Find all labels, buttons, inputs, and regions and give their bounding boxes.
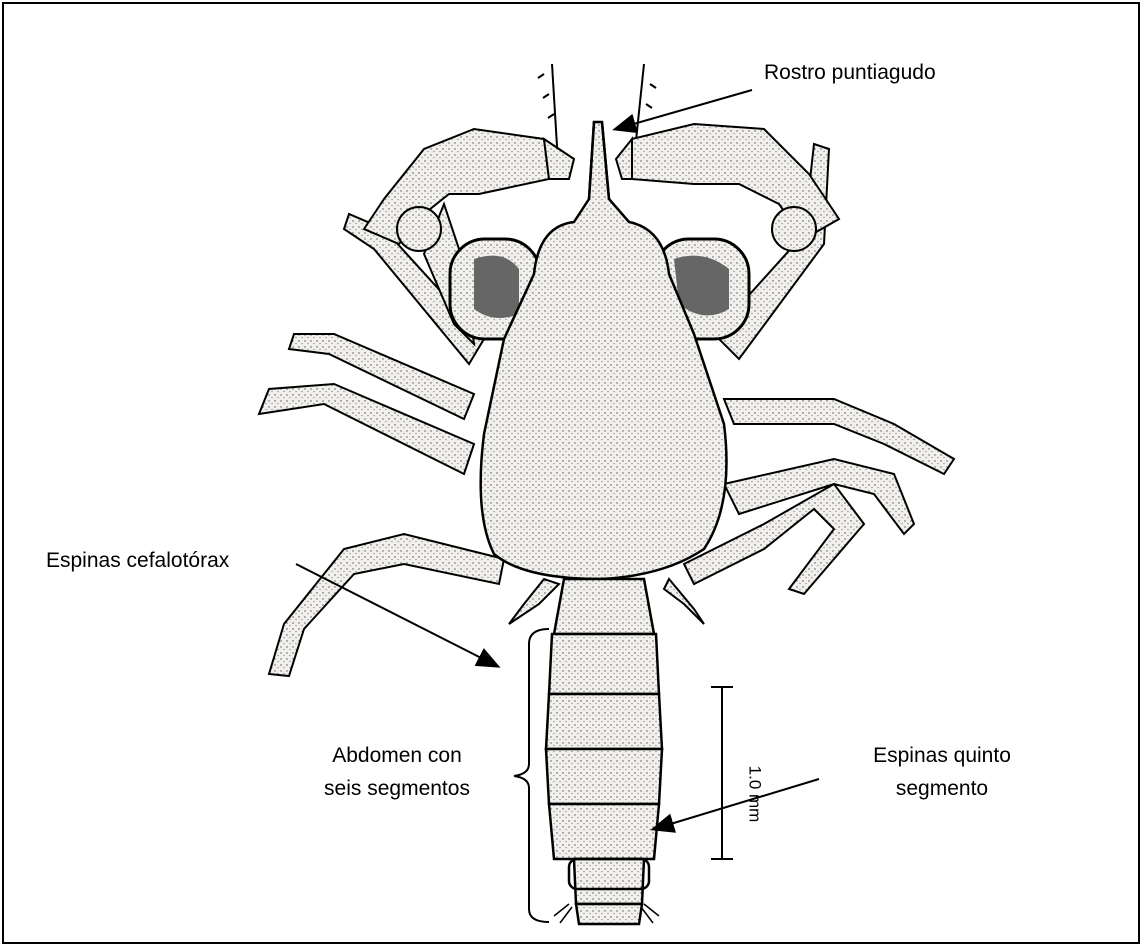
- abdomen-bracket: [514, 629, 549, 922]
- label-cefalotorax: Espinas cefalotórax: [46, 544, 229, 577]
- arrow-cefalotorax: [296, 564, 497, 666]
- arrow-rostro: [616, 90, 752, 129]
- left-claw: [364, 129, 574, 251]
- arrow-quinto: [654, 779, 819, 829]
- label-quinto-line2: segmento: [862, 772, 1022, 805]
- carapace: [481, 122, 727, 579]
- label-quinto-line1: Espinas quinto: [862, 739, 1022, 772]
- scale-bar-label: 1.0 mm: [744, 766, 764, 823]
- label-abdomen-line2: seis segmentos: [302, 772, 492, 805]
- label-rostro: Rostro puntiagudo: [764, 56, 936, 89]
- label-abdomen: Abdomen con seis segmentos: [302, 739, 492, 805]
- scale-bar: [711, 687, 733, 859]
- label-abdomen-line1: Abdomen con: [302, 739, 492, 772]
- abdomen: [546, 579, 662, 924]
- label-quinto: Espinas quinto segmento: [862, 739, 1022, 805]
